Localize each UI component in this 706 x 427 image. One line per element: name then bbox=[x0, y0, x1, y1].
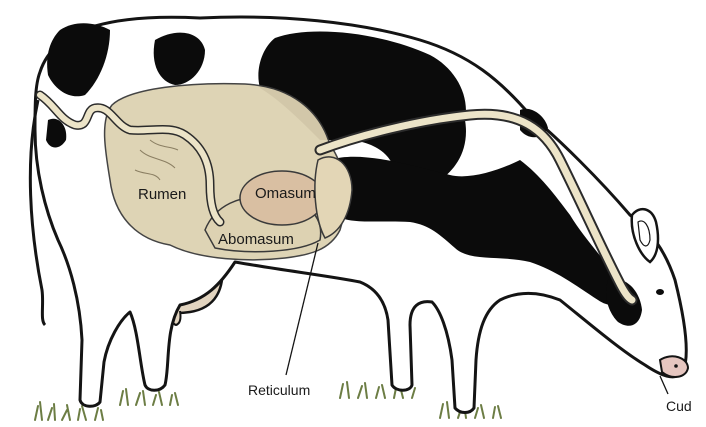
reticulum-label: Reticulum bbox=[248, 382, 310, 398]
eye bbox=[656, 289, 664, 295]
cud-label: Cud bbox=[666, 398, 692, 414]
abomasum-label: Abomasum bbox=[218, 231, 294, 248]
cud-leader bbox=[660, 376, 668, 394]
omasum-label: Omasum bbox=[255, 185, 316, 202]
nose bbox=[660, 356, 688, 377]
nostril bbox=[674, 364, 678, 368]
rumen-label: Rumen bbox=[138, 186, 186, 203]
